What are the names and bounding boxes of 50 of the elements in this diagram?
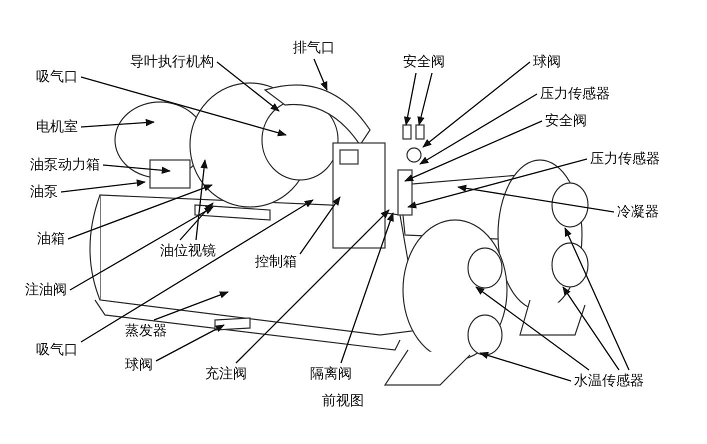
leader-line: [419, 93, 538, 165]
part-label: 充注阀: [205, 365, 247, 383]
leader-line: [479, 352, 572, 382]
part-label: 注油阀: [25, 281, 67, 299]
part-label: 球阀: [125, 356, 153, 374]
part-label: 水温传感器: [574, 372, 644, 390]
leader-line: [80, 199, 314, 343]
part-label: 油箱: [37, 230, 65, 248]
leader-line: [422, 62, 530, 148]
caption: 前视图: [322, 392, 364, 410]
leader-line: [299, 196, 341, 254]
part-label: 吸气口: [36, 341, 78, 359]
part-label: 控制箱: [255, 253, 297, 271]
part-label: 冷凝器: [617, 203, 659, 221]
leader-line: [216, 62, 280, 112]
leader-line: [236, 209, 390, 364]
leader-line: [156, 324, 225, 362]
leader-line: [475, 286, 590, 371]
leader-line: [154, 291, 229, 321]
part-label: 隔离阀: [310, 365, 352, 383]
leader-line: [457, 184, 614, 213]
leader-line: [68, 184, 213, 240]
leader-line: [195, 159, 208, 240]
part-label: 油泵: [30, 183, 58, 201]
leader-line: [562, 286, 620, 370]
leader-line: [80, 118, 155, 128]
leader-line: [564, 227, 630, 370]
part-label: 油位视镜: [160, 242, 216, 260]
leader-line: [102, 164, 171, 174]
part-label: 压力传感器: [590, 150, 660, 168]
part-label: 油泵动力箱: [30, 156, 100, 174]
part-label: 排气口: [293, 39, 335, 57]
part-label: 蒸发器: [125, 322, 167, 340]
part-label: 安全阀: [545, 112, 587, 130]
part-label: 球阀: [533, 53, 561, 71]
part-label: 压力传感器: [540, 85, 610, 103]
part-label: 电机室: [36, 118, 78, 136]
leader-line: [60, 179, 146, 193]
part-label: 安全阀: [403, 53, 445, 71]
leader-line: [180, 202, 214, 240]
leader-line: [80, 76, 287, 136]
leader-line: [313, 58, 328, 91]
leader-line: [70, 206, 214, 291]
leader-line: [340, 212, 394, 364]
leader-line: [417, 72, 433, 126]
leader-line: [407, 158, 588, 208]
leader-line: [404, 120, 542, 182]
part-label: 导叶执行机构: [130, 53, 214, 71]
part-label: 吸气口: [36, 68, 78, 86]
leader-line: [404, 72, 417, 126]
